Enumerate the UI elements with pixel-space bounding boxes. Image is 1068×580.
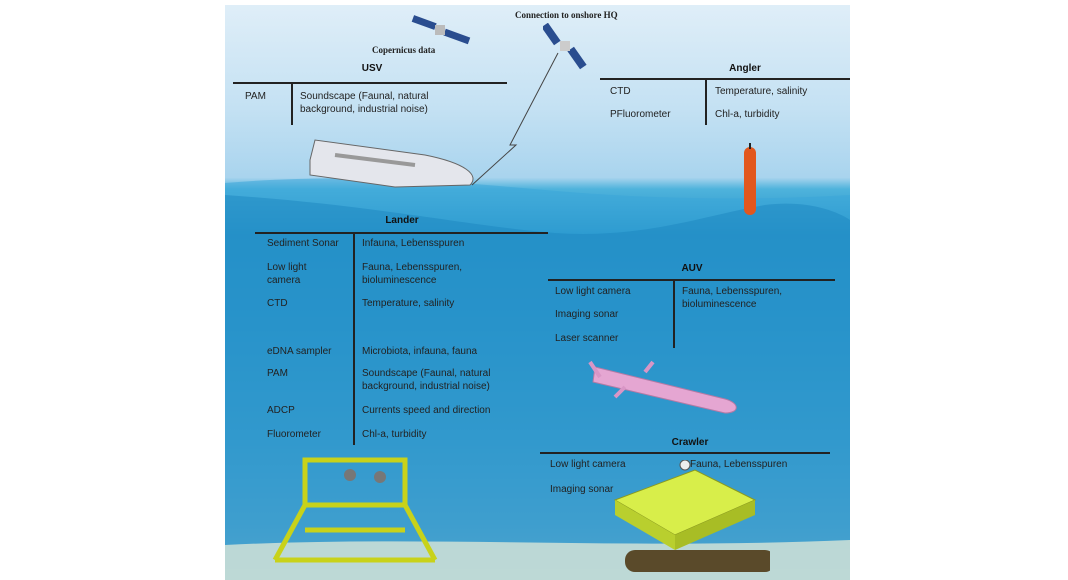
auv-vehicle (588, 360, 737, 414)
auv-sensor: Imaging sonar (555, 309, 619, 320)
angler-sensor: CTD (610, 86, 631, 97)
communication-link (471, 52, 559, 186)
usv-column-divider (291, 83, 293, 125)
angler-sensor: PFluorometer (610, 109, 671, 120)
lander-target: Fauna, Lebensspuren, bioluminescence (362, 262, 463, 286)
lander-target: Soundscape (Faunal, natural background, … (362, 368, 491, 392)
crawler-sensor: Low light camera (550, 459, 626, 470)
angler-title: Angler (729, 63, 761, 74)
copernicus-satellite-icon (411, 15, 471, 45)
usv-divider (233, 82, 507, 84)
auv-divider (548, 279, 835, 281)
angler-column-divider (705, 79, 707, 125)
auv-column-divider (673, 280, 675, 348)
lander-target: Microbiota, infauna, fauna (362, 346, 478, 357)
usv-target: Soundscape (Faunal, natural background, … (300, 91, 429, 115)
lander-target: Chl-a, turbidity (362, 429, 427, 440)
crawler-title: Crawler (671, 437, 709, 448)
lander-target: Currents speed and direction (362, 405, 491, 416)
angler-float (744, 143, 756, 215)
hq-satellite-icon (543, 23, 587, 70)
auv-target: Fauna, Lebensspuren, bioluminescence (682, 286, 783, 310)
angler-target: Chl-a, turbidity (715, 109, 780, 120)
lander-column-divider (353, 233, 355, 445)
lander-sensor: CTD (267, 298, 288, 309)
auv-title: AUV (681, 263, 703, 274)
usv-sensor: PAM (245, 91, 266, 102)
ocean-observation-diagram: Connection to onshore HQ Copernicus data… (225, 5, 850, 580)
crawler-divider (540, 452, 830, 454)
crawler-sensor: Imaging sonar (550, 484, 614, 495)
usv-title: USV (361, 63, 383, 74)
auv-sensor: Low light camera (555, 286, 631, 297)
lander-sensor: Sediment Sonar (267, 238, 339, 249)
crawler-target: Fauna, Lebensspuren (690, 459, 788, 470)
lander-sensor: ADCP (267, 405, 295, 416)
lander-target: Temperature, salinity (362, 298, 455, 309)
lander-sensor: Fluorometer (267, 429, 321, 440)
usv-boat (309, 139, 474, 188)
crawler-vehicle (613, 460, 770, 572)
angler-divider (600, 78, 850, 80)
angler-target: Temperature, salinity (715, 86, 808, 97)
lander-title: Lander (385, 215, 419, 226)
copernicus-label: Copernicus data (372, 45, 436, 55)
lander-frame (272, 457, 438, 563)
lander-sensor: eDNA sampler (267, 346, 332, 357)
auv-sensor: Laser scanner (555, 333, 619, 344)
lander-sensor: PAM (267, 368, 288, 379)
lander-divider (255, 232, 548, 234)
connection-label: Connection to onshore HQ (515, 10, 618, 20)
lander-sensor: Low light camera (267, 262, 307, 286)
lander-target: Infauna, Lebensspuren (362, 238, 465, 249)
